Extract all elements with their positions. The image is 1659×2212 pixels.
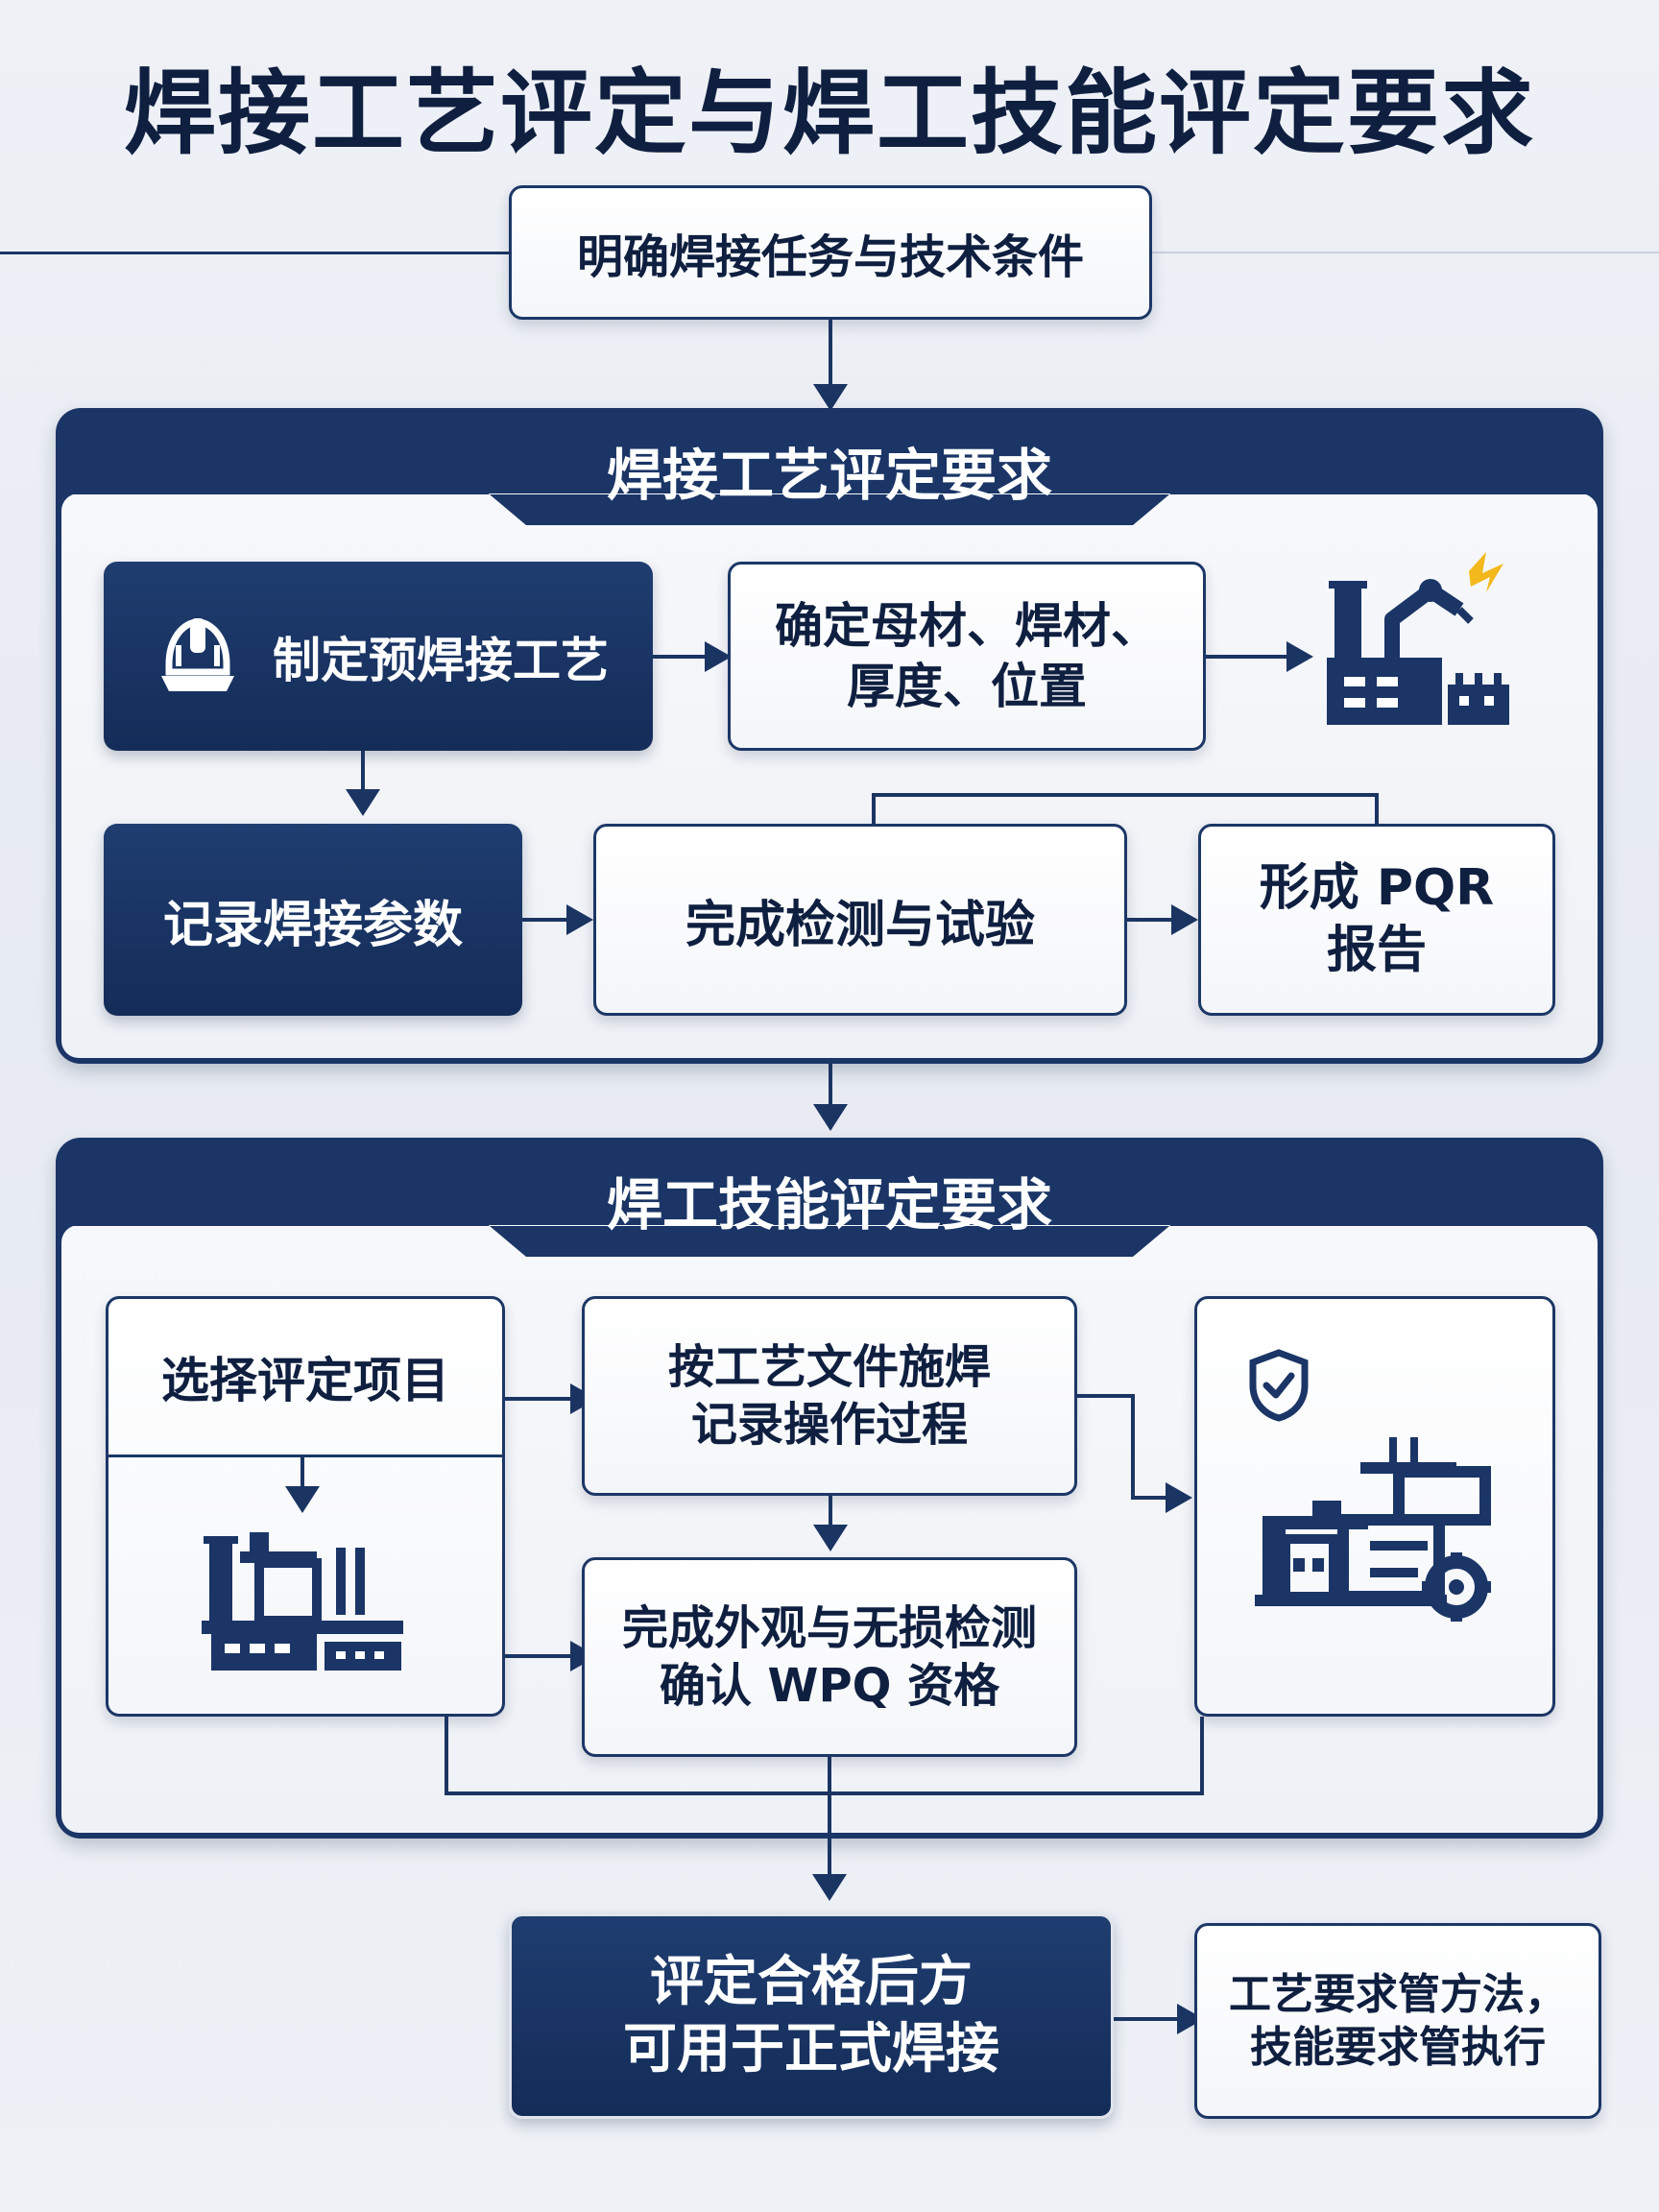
factory-gear-icon — [1255, 1437, 1491, 1622]
arrow-prepare-down — [361, 751, 365, 793]
inspection-test-label: 完成检测与试验 — [685, 896, 1035, 954]
record-parameters-label: 记录焊接参数 — [162, 896, 463, 954]
record-parameters-box: 记录焊接参数 — [104, 824, 522, 1016]
wpq-section-heading: 焊工技能评定要求 — [606, 1172, 1052, 1238]
arrow-weld-down — [829, 1496, 832, 1530]
prepare-procedure-box: 制定预焊接工艺 — [104, 562, 653, 751]
arrow-test-to-report — [1127, 918, 1175, 922]
arrowhead-down-icon — [813, 384, 848, 411]
arrowhead-right-icon — [1166, 1482, 1192, 1513]
arrowhead-down-icon — [813, 1525, 848, 1551]
final-step-label: 评定合格后方 可用于正式焊接 — [623, 1951, 999, 2080]
select-item-label: 选择评定项目 — [108, 1299, 502, 1457]
start-step-label: 明确焊接任务与技术条件 — [576, 230, 1084, 284]
pqr-report-box: 形成 PQR 报告 — [1198, 824, 1555, 1016]
wpqr-section-heading: 焊接工艺评定要求 — [606, 443, 1052, 508]
elbow-seg-1 — [1077, 1394, 1135, 1398]
bracket-left-leg — [872, 793, 876, 824]
page-title: 焊接工艺评定与焊工技能评定要求 — [124, 60, 1535, 167]
arrowhead-right-icon — [1171, 904, 1198, 935]
start-step-box: 明确焊接任务与技术条件 — [509, 185, 1152, 320]
arrowhead-down-icon — [812, 1874, 847, 1901]
factory-icon — [202, 1532, 403, 1671]
weld-per-procedure-label: 按工艺文件施焊 记录操作过程 — [667, 1340, 991, 1452]
arrow-select-to-weld — [505, 1397, 574, 1401]
welding-helmet-icon — [161, 617, 234, 691]
bracket-right-leg — [1375, 793, 1379, 824]
inspect-confirm-box: 完成外观与无损检测 确认 WPQ 资格 — [582, 1557, 1077, 1757]
arrowhead-down-icon — [813, 1104, 848, 1131]
shield-check-icon — [1249, 1349, 1309, 1422]
arrowhead-right-icon — [1177, 2004, 1204, 2034]
wpq-header-tab — [56, 1216, 1603, 1257]
top-right-rule — [1152, 252, 1659, 253]
determine-materials-box: 确定母材、焊材、 厚度、位置 — [728, 562, 1206, 751]
arrow-start-down — [829, 320, 832, 395]
inspection-test-box: 完成检测与试验 — [593, 824, 1127, 1016]
prepare-procedure-label: 制定预焊接工艺 — [273, 632, 609, 688]
arrowhead-right-icon — [566, 904, 593, 935]
arrowhead-down-icon — [285, 1486, 320, 1513]
summary-note-box: 工艺要求管方法， 技能要求管执行 — [1194, 1923, 1601, 2119]
elbow-seg-2 — [1131, 1394, 1135, 1500]
arrow-section2-down — [828, 1757, 831, 1880]
connector-bottom — [445, 1791, 1204, 1795]
arrow-select-down — [301, 1455, 304, 1489]
connector-right-leg — [1200, 1717, 1204, 1793]
arrowhead-right-icon — [1286, 641, 1313, 672]
arrow-factory-to-inspect — [505, 1654, 574, 1658]
welding-robot-icon — [1327, 552, 1509, 725]
determine-materials-label: 确定母材、焊材、 厚度、位置 — [775, 598, 1159, 714]
arrow-final-to-note — [1114, 2017, 1181, 2021]
top-left-rule — [0, 252, 509, 254]
arrow-prepare-to-determine — [653, 655, 710, 659]
pqr-report-label: 形成 PQR 报告 — [1259, 859, 1495, 979]
elbow-seg-3 — [1131, 1496, 1171, 1500]
qualification-icon-box — [1194, 1296, 1555, 1717]
wpqr-header-tab — [56, 485, 1603, 525]
final-step-box: 评定合格后方 可用于正式焊接 — [509, 1913, 1114, 2119]
inspect-confirm-label: 完成外观与无损检测 确认 WPQ 资格 — [621, 1601, 1037, 1713]
arrow-determine-to-robot — [1206, 655, 1292, 659]
weld-per-procedure-box: 按工艺文件施焊 记录操作过程 — [582, 1296, 1077, 1496]
arrow-section1-down — [829, 1064, 832, 1112]
connector-left-leg — [445, 1717, 448, 1793]
arrowhead-down-icon — [346, 789, 380, 816]
summary-note-label: 工艺要求管方法， 技能要求管执行 — [1229, 1970, 1567, 2072]
arrowhead-right-icon — [705, 641, 732, 672]
arrow-record-to-test — [522, 918, 570, 922]
bracket-top — [872, 793, 1379, 797]
